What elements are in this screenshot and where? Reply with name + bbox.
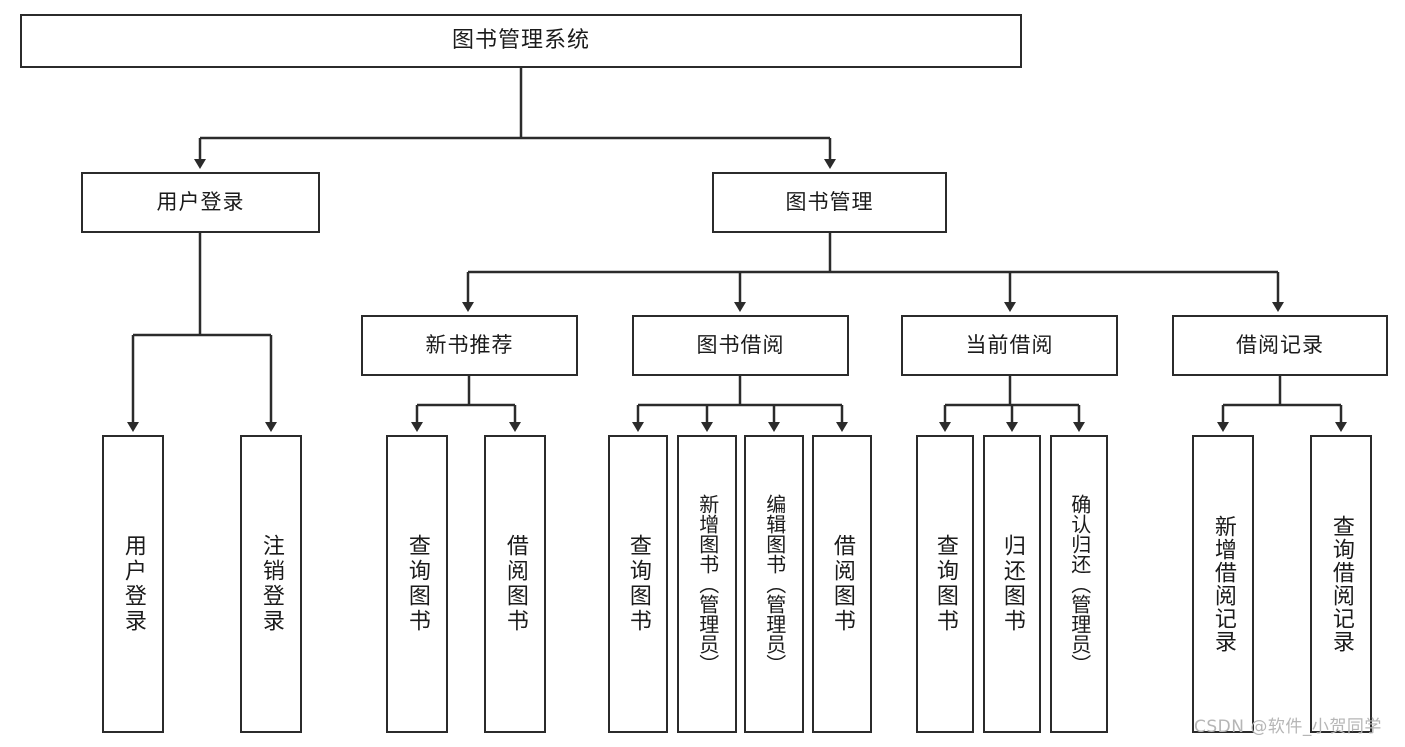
leaf-borrow-book-recommend-label: 借阅图书 [502,534,528,634]
leaf-return-book-label: 归还图书 [999,534,1025,634]
node-book-management-label: 图书管理 [785,189,874,214]
node-user-login-label: 用户登录 [156,189,245,214]
leaf-query-book-current[interactable]: 查询图书 [916,435,974,733]
node-current-borrow-label: 当前借阅 [965,332,1054,357]
watermark: CSDN @软件_小贺同学 [1194,717,1382,737]
node-new-book-recommend-label: 新书推荐 [425,332,514,357]
leaf-add-borrow-record-label: 新增借阅记录 [1210,515,1236,653]
node-root-label: 图书管理系统 [451,27,590,53]
node-current-borrow[interactable]: 当前借阅 [901,315,1118,376]
leaf-borrow-book-label: 借阅图书 [829,534,855,634]
leaf-borrow-book-recommend[interactable]: 借阅图书 [484,435,546,733]
node-user-login[interactable]: 用户登录 [81,172,320,233]
leaf-query-borrow-record-label: 查询借阅记录 [1328,515,1354,653]
node-book-borrow-label: 图书借阅 [696,332,785,357]
node-root[interactable]: 图书管理系统 [20,14,1022,68]
leaf-edit-book-admin-label: 编辑图书（管理员） [762,494,787,674]
node-borrow-record[interactable]: 借阅记录 [1172,315,1388,376]
leaf-add-book-admin[interactable]: 新增图书（管理员） [677,435,737,733]
node-new-book-recommend[interactable]: 新书推荐 [361,315,578,376]
node-book-management[interactable]: 图书管理 [712,172,947,233]
leaf-query-book-recommend-label: 查询图书 [404,534,430,634]
leaf-query-book-borrow[interactable]: 查询图书 [608,435,668,733]
leaf-user-login[interactable]: 用户登录 [102,435,164,733]
leaf-add-borrow-record[interactable]: 新增借阅记录 [1192,435,1254,733]
leaf-confirm-return-admin-label: 确认归还（管理员） [1067,494,1092,674]
leaf-add-book-admin-label: 新增图书（管理员） [695,494,720,674]
leaf-confirm-return-admin[interactable]: 确认归还（管理员） [1050,435,1108,733]
leaf-query-borrow-record[interactable]: 查询借阅记录 [1310,435,1372,733]
leaf-query-book-recommend[interactable]: 查询图书 [386,435,448,733]
node-book-borrow[interactable]: 图书借阅 [632,315,849,376]
leaf-query-book-borrow-label: 查询图书 [625,534,651,634]
leaf-borrow-book[interactable]: 借阅图书 [812,435,872,733]
leaf-logout-label: 注销登录 [258,534,284,634]
leaf-query-book-current-label: 查询图书 [932,534,958,634]
leaf-return-book[interactable]: 归还图书 [983,435,1041,733]
leaf-user-login-label: 用户登录 [120,534,146,634]
leaf-logout[interactable]: 注销登录 [240,435,302,733]
node-borrow-record-label: 借阅记录 [1236,332,1324,357]
leaf-edit-book-admin[interactable]: 编辑图书（管理员） [744,435,804,733]
